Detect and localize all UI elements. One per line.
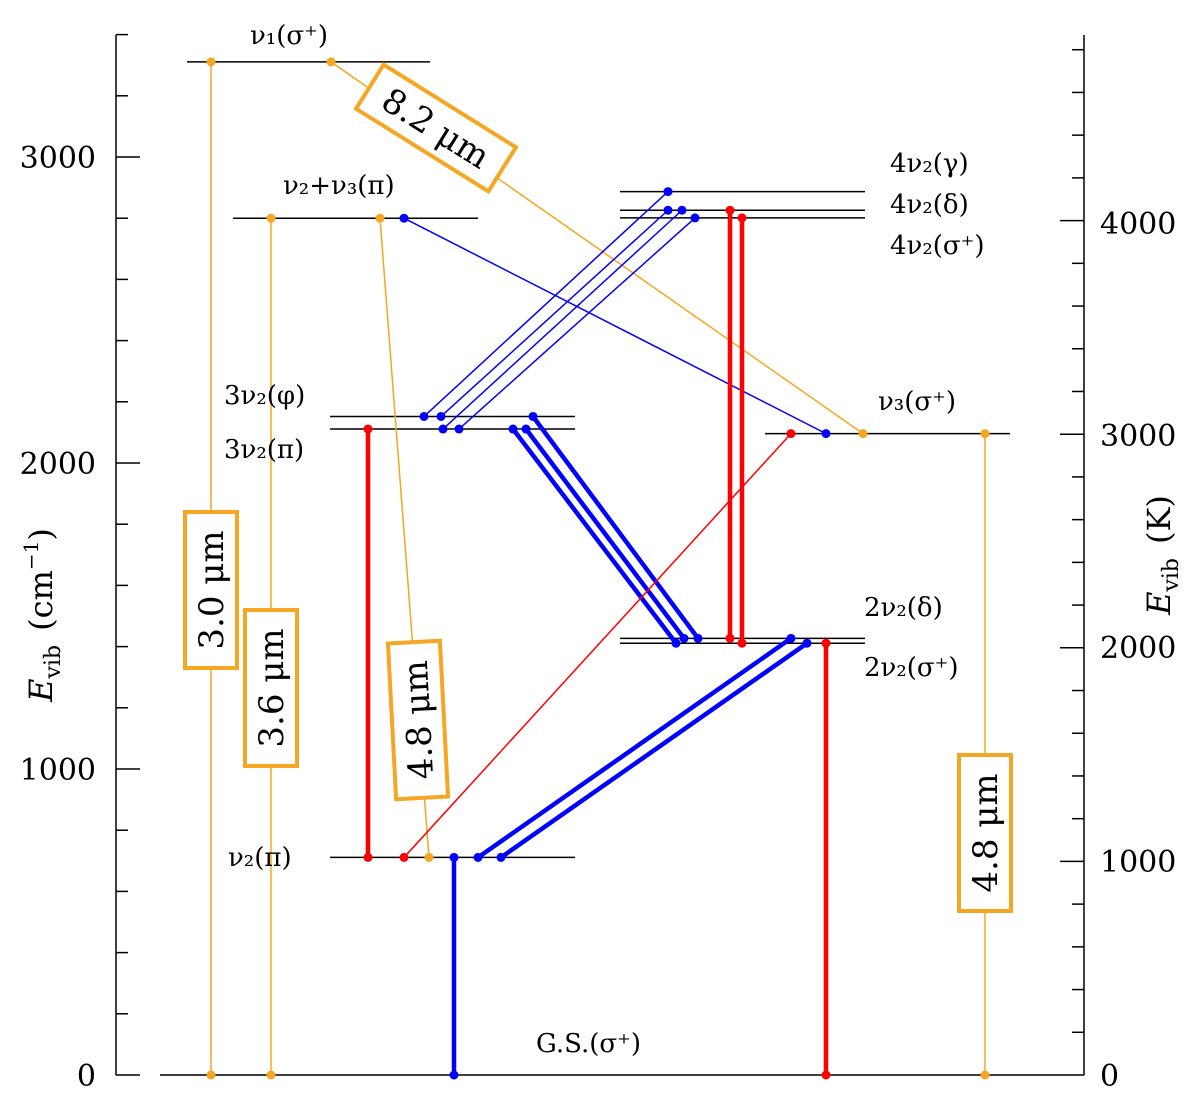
transition-blue-11: [523, 426, 687, 641]
transition-13-end-dot: [786, 633, 796, 643]
wavelength-box-4p8-right: 4.8 μm: [957, 753, 1013, 913]
wavelength-label-3p0: 3.0 μm: [192, 530, 232, 649]
level-label-3nu2-phi: 3ν₂(φ): [224, 381, 305, 411]
level-label-2nu2-sigma: 2ν₂(σ⁺): [864, 653, 959, 683]
wavelength-box-3p0: 3.0 μm: [183, 510, 239, 670]
transition-19-end-dot: [737, 213, 747, 223]
transition-18-end-dot: [725, 205, 735, 215]
left-tick-label-1000: 1000: [20, 753, 96, 788]
transition-16-end-dot: [363, 424, 373, 434]
transitions: [206, 57, 990, 1080]
transition-2-start-dot: [980, 1070, 990, 1080]
transition-7-start-dot: [436, 411, 446, 421]
transition-10-start-dot: [508, 424, 518, 434]
transition-6-start-dot: [419, 411, 429, 421]
transition-blue-9: [458, 217, 696, 430]
transition-15-end-dot: [449, 852, 459, 862]
wavelength-labels: 3.0 μm 3.6 μm 4.8 μm 8.2 μm 4.8 μm: [183, 61, 1013, 913]
transition-0-start-dot: [206, 1070, 216, 1080]
transition-6-end-dot: [663, 187, 673, 197]
transition-8-end-dot: [677, 205, 687, 215]
left-tick-label-3000: 3000: [20, 141, 96, 176]
transition-14-start-dot: [496, 852, 506, 862]
transition-12-end-dot: [693, 633, 703, 643]
level-labels: ν₁(σ⁺) ν₂+ν₃(π) 3ν₂(φ) 3ν₂(π) ν₂(π) G.S.…: [224, 21, 985, 1059]
transition-9-start-dot: [454, 424, 464, 434]
transition-blue-13: [475, 636, 794, 860]
level-label-3nu2-pi: 3ν₂(π): [224, 435, 304, 465]
transition-20-end-dot: [821, 638, 831, 648]
level-label-nu1: ν₁(σ⁺): [250, 21, 328, 51]
wavelength-label-4p8-right: 4.8 μm: [966, 773, 1006, 892]
right-tick-label-0: 0: [1100, 1059, 1119, 1093]
level-label-nu3: ν₃(σ⁺): [878, 387, 956, 417]
level-label-nu2: ν₂(π): [228, 843, 292, 873]
right-tick-label-4000: 4000: [1100, 207, 1176, 242]
wavelength-label-3p6: 3.6 μm: [252, 628, 292, 747]
level-label-4nu2-sigma: 4ν₂(σ⁺): [890, 231, 985, 261]
transition-blue-7: [440, 209, 669, 418]
right-tick-label-2000: 2000: [1100, 631, 1176, 666]
transition-15-start-dot: [449, 1070, 459, 1080]
transition-red-17: [403, 432, 792, 859]
transition-3-end-dot: [375, 213, 385, 223]
level-label-gs: G.S.(σ⁺): [536, 1029, 641, 1059]
left-tick-label-2000: 2000: [20, 447, 96, 482]
left-axis-title: Evib(cm−1): [19, 528, 66, 703]
transition-11-end-dot: [679, 633, 689, 643]
transition-3-start-dot: [424, 852, 434, 862]
level-label-4nu2-gamma: 4ν₂(γ): [890, 149, 969, 179]
transition-17-end-dot: [786, 429, 796, 439]
transition-16-start-dot: [363, 852, 373, 862]
transition-blue-10: [510, 426, 679, 646]
right-axis: 0 1000 2000 3000 4000 Evib(K): [1060, 35, 1184, 1093]
right-axis-title: Evib(K): [1140, 495, 1184, 616]
transition-5-start-dot: [399, 213, 409, 223]
transition-blue-14: [498, 640, 810, 860]
transition-5-end-dot: [821, 429, 831, 439]
transition-1-end-dot: [266, 213, 276, 223]
right-tick-label-3000: 3000: [1100, 419, 1176, 454]
right-tick-label-1000: 1000: [1100, 845, 1176, 880]
right-axis-ticks: [1060, 48, 1084, 1076]
transition-12-start-dot: [528, 411, 538, 421]
left-tick-label-0: 0: [77, 1059, 96, 1093]
transition-blue-5: [403, 217, 827, 435]
transition-blue-8: [442, 209, 683, 430]
level-label-2nu2-delta: 2ν₂(δ): [864, 593, 943, 623]
transition-8-start-dot: [438, 424, 448, 434]
transition-17-start-dot: [399, 852, 409, 862]
left-axis-ticks: [116, 33, 140, 1076]
transition-11-start-dot: [521, 424, 531, 434]
transition-4-end-dot: [858, 429, 868, 439]
transition-7-end-dot: [663, 205, 673, 215]
transition-4-start-dot: [326, 57, 336, 67]
transition-2-end-dot: [980, 429, 990, 439]
left-axis: 0 1000 2000 3000 Evib(cm−1): [19, 33, 140, 1093]
transition-blue-12: [530, 414, 701, 641]
transition-blue-6: [423, 190, 669, 418]
transition-0-end-dot: [206, 57, 216, 67]
transition-19-start-dot: [737, 638, 747, 648]
level-label-nu2nu3: ν₂+ν₃(π): [283, 171, 395, 201]
wavelength-box-4p8-left: 4.8 μm: [385, 638, 451, 802]
transition-20-start-dot: [821, 1070, 831, 1080]
transition-1-start-dot: [266, 1070, 276, 1080]
transition-9-end-dot: [690, 213, 700, 223]
transition-18-start-dot: [725, 633, 735, 643]
transition-14-end-dot: [802, 638, 812, 648]
transition-10-end-dot: [671, 638, 681, 648]
level-label-4nu2-delta: 4ν₂(δ): [890, 190, 969, 220]
wavelength-label-4p8-left: 4.8 μm: [396, 659, 442, 780]
transition-13-start-dot: [473, 852, 483, 862]
wavelength-box-3p6: 3.6 μm: [243, 608, 299, 768]
